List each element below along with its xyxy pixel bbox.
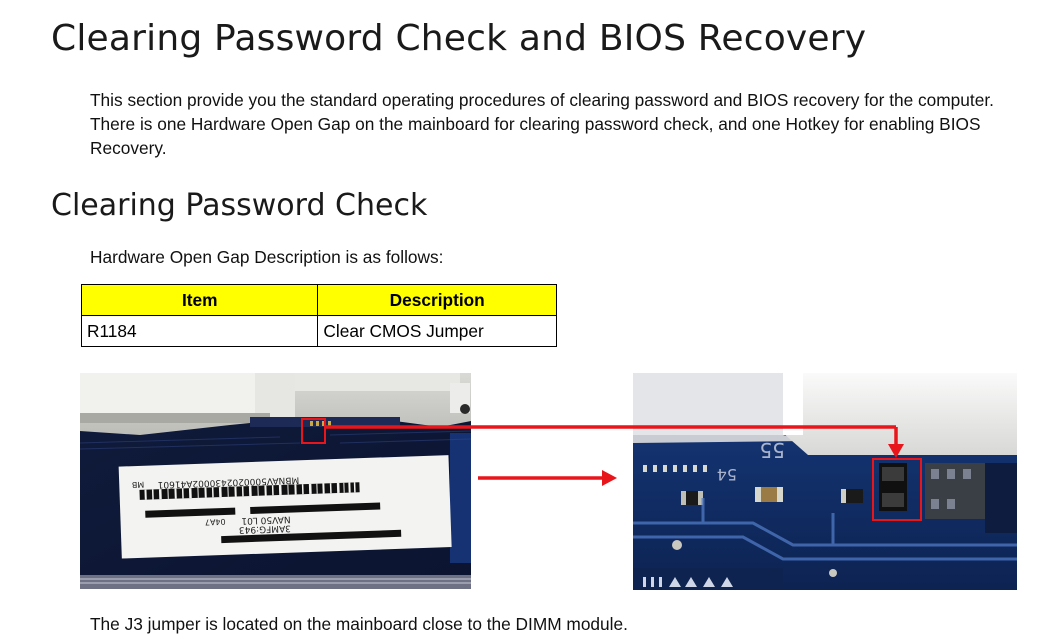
intro-paragraph: This section provide you the standard op… bbox=[90, 90, 994, 158]
mainboard-overview-photo: MB MBNAV5000202430002A41601 bbox=[80, 373, 471, 589]
silk-label-55: 55 bbox=[760, 438, 785, 462]
label-line-serial: MBNAV5000202430002A41601 bbox=[157, 474, 299, 489]
page-title: Clearing Password Check and BIOS Recover… bbox=[51, 18, 867, 59]
table-header-row: Item Description bbox=[80, 284, 557, 316]
label-line-model: NAV50 L01 bbox=[241, 514, 291, 526]
header-description: Description bbox=[317, 284, 557, 316]
jumper-closeup-photo: 55 54 bbox=[633, 373, 1017, 590]
open-gap-table: Item Description R1184 Clear CMOS Jumper bbox=[80, 284, 557, 347]
label-line-mb: MB bbox=[132, 480, 145, 489]
header-item: Item bbox=[80, 284, 319, 316]
table-row: R1184 Clear CMOS Jumper bbox=[80, 315, 557, 347]
silk-label-54: 54 bbox=[717, 465, 737, 484]
cell-description: Clear CMOS Jumper bbox=[317, 315, 557, 347]
arrow-right-icon bbox=[478, 470, 617, 486]
section-heading: Clearing Password Check bbox=[51, 188, 428, 223]
table-intro: Hardware Open Gap Description is as foll… bbox=[90, 247, 444, 267]
label-line-code: 3AMFG:943 bbox=[239, 523, 291, 535]
photo-caption: The J3 jumper is located on the mainboar… bbox=[90, 614, 628, 634]
cell-item: R1184 bbox=[80, 315, 319, 347]
label-line-rev: 04A7 bbox=[205, 517, 226, 527]
